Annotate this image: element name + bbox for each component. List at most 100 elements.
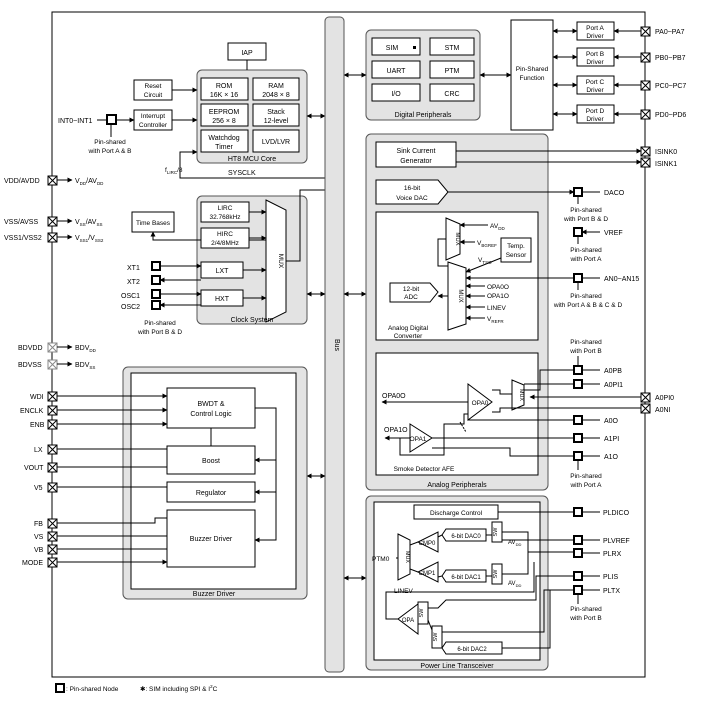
eeprom-block xyxy=(200,103,249,127)
daco-node xyxy=(573,187,583,197)
opa0o-internal-label: OPA0O xyxy=(487,284,509,291)
pin-x-vss xyxy=(47,216,58,227)
mcu-core-label: HT8 MCU Core xyxy=(228,156,276,163)
bdvss-net-label: BDVSS xyxy=(75,362,95,370)
ptm0-label: PTM0 xyxy=(372,556,390,563)
hirc-label: HIRC xyxy=(217,231,233,238)
sw0-label: SW xyxy=(493,527,499,537)
pin-x-vdd xyxy=(47,175,58,186)
plvref-label: PLVREF xyxy=(603,538,630,545)
isink-pins xyxy=(640,146,651,168)
eeprom-size: 256 × 8 xyxy=(212,118,236,125)
a1-note-2: with Port A xyxy=(569,482,602,489)
boost-label: Boost xyxy=(202,458,220,465)
a0pi1-label: A0PI1 xyxy=(604,382,623,389)
a0pb-label: A0PB xyxy=(604,368,622,375)
voice-dac-bits: 16-bit xyxy=(404,185,420,192)
daco-note-1: Pin-shared xyxy=(570,207,602,214)
regulator-label: Regulator xyxy=(196,490,227,497)
crc-block xyxy=(429,83,475,102)
plis-label: PLIS xyxy=(603,574,619,581)
sw2-label: SW xyxy=(419,608,425,618)
a1o-label: A1O xyxy=(604,454,619,461)
port-d-driver: Port D Driver xyxy=(576,104,615,124)
ram-label: RAM xyxy=(268,83,284,90)
sw3-label: SW xyxy=(433,632,439,642)
plt-mux-label: MUX xyxy=(404,551,410,564)
smoke-detector-region xyxy=(375,352,539,476)
vref-label: VREF xyxy=(604,230,623,237)
iap-label: IAP xyxy=(241,50,253,57)
crc-label: CRC xyxy=(444,91,459,98)
a1-note-1: Pin-shared xyxy=(570,473,602,480)
cmp1 xyxy=(416,561,439,583)
watchdog-block xyxy=(200,129,249,153)
bwdt-label: BWDT & xyxy=(197,401,224,408)
ram-block xyxy=(252,77,300,101)
an-note-1: Pin-shared xyxy=(570,293,602,300)
legend-node-label: : Pin-shared Node xyxy=(66,686,119,693)
pc-label: PC0~PC7 xyxy=(655,83,686,90)
smoke-detector-label: Smoke Detector AFE xyxy=(394,466,455,473)
rom-label: ROM xyxy=(216,83,233,90)
int-note-2: with Port A & B xyxy=(88,148,132,155)
rom-size: 16K × 16 xyxy=(210,92,238,99)
dac0-label: 6-bit DAC0 xyxy=(451,534,481,540)
a0pi0-label: A0PI0 xyxy=(655,395,674,402)
svg-text:Driver: Driver xyxy=(586,59,604,66)
vref-note-2: with Port A xyxy=(569,256,602,263)
io-label: I/O xyxy=(391,91,401,98)
int-pin-label: INT0~INT1 xyxy=(58,118,93,125)
xt1-node xyxy=(151,261,161,271)
sink-current-generator-label: Generator xyxy=(400,158,432,165)
interrupt-controller-label: Controller xyxy=(139,122,168,129)
bdvdd-pin-label: BDVDD xyxy=(18,345,43,352)
vtso-label: VTSO xyxy=(478,257,492,265)
voice-dac-block xyxy=(375,179,449,205)
adc-input-mux-1 xyxy=(445,217,461,261)
buzzer-driver-label: Buzzer Driver xyxy=(190,536,233,543)
isink0-label: ISINK0 xyxy=(655,149,677,156)
ptm-block xyxy=(429,60,475,79)
svg-text:Port C: Port C xyxy=(586,79,605,86)
watchdog-timer: Timer xyxy=(215,144,233,151)
sink-current-block xyxy=(375,141,457,168)
hxt-label: HXT xyxy=(215,296,230,303)
eeprom-label: EEPROM xyxy=(209,109,240,116)
legend-node-symbol xyxy=(55,683,65,693)
linev-label: LINEV xyxy=(487,305,506,312)
ptm-label: PTM xyxy=(445,68,460,75)
lvd-block xyxy=(252,129,300,153)
a0o-label: A0O xyxy=(604,418,619,425)
vref-note-1: Pin-shared xyxy=(570,247,602,254)
a0pb-note-1: Pin-shared xyxy=(570,339,602,346)
ram-size: 2048 × 8 xyxy=(262,92,290,99)
svg-text:Driver: Driver xyxy=(586,116,604,123)
lxt-label: LXT xyxy=(216,268,230,275)
bwdt-control-label: Control Logic xyxy=(190,411,232,418)
clock-mux xyxy=(265,199,287,323)
a0pb-note-2: with Port B xyxy=(569,348,601,355)
legend-sim-label: ✱: SIM including SPI & I2C xyxy=(140,684,218,693)
opa1-label: OPA1 xyxy=(410,436,427,443)
flirc-label: fLIRC/8 xyxy=(165,167,183,175)
vss1-pin-label: VSS1/VSS2 xyxy=(4,235,42,242)
interrupt-label: Interrupt xyxy=(141,113,165,120)
plt-opa-label: OPA xyxy=(402,618,414,624)
dac2 xyxy=(441,641,503,655)
adc-group-label-2: Converter xyxy=(394,333,423,340)
digital-peripherals-label: Digital Peripherals xyxy=(395,112,452,119)
io-block xyxy=(371,83,421,102)
avdd-label: AVDD xyxy=(490,223,505,231)
osc1-node xyxy=(151,289,161,299)
cmp0-label: CMP0 xyxy=(419,541,436,547)
bdvss-pin-label: BDVSS xyxy=(18,362,42,369)
rom-block xyxy=(200,77,249,101)
plrx-label: PLRX xyxy=(603,551,622,558)
osc-note-2: with Port B & D xyxy=(137,329,182,336)
an-note-2: with Port A & B & C & D xyxy=(553,302,623,309)
bwdt-block xyxy=(166,387,256,429)
daco-note-2: with Port B & D xyxy=(563,216,608,223)
bus-label: Bus xyxy=(333,339,340,352)
